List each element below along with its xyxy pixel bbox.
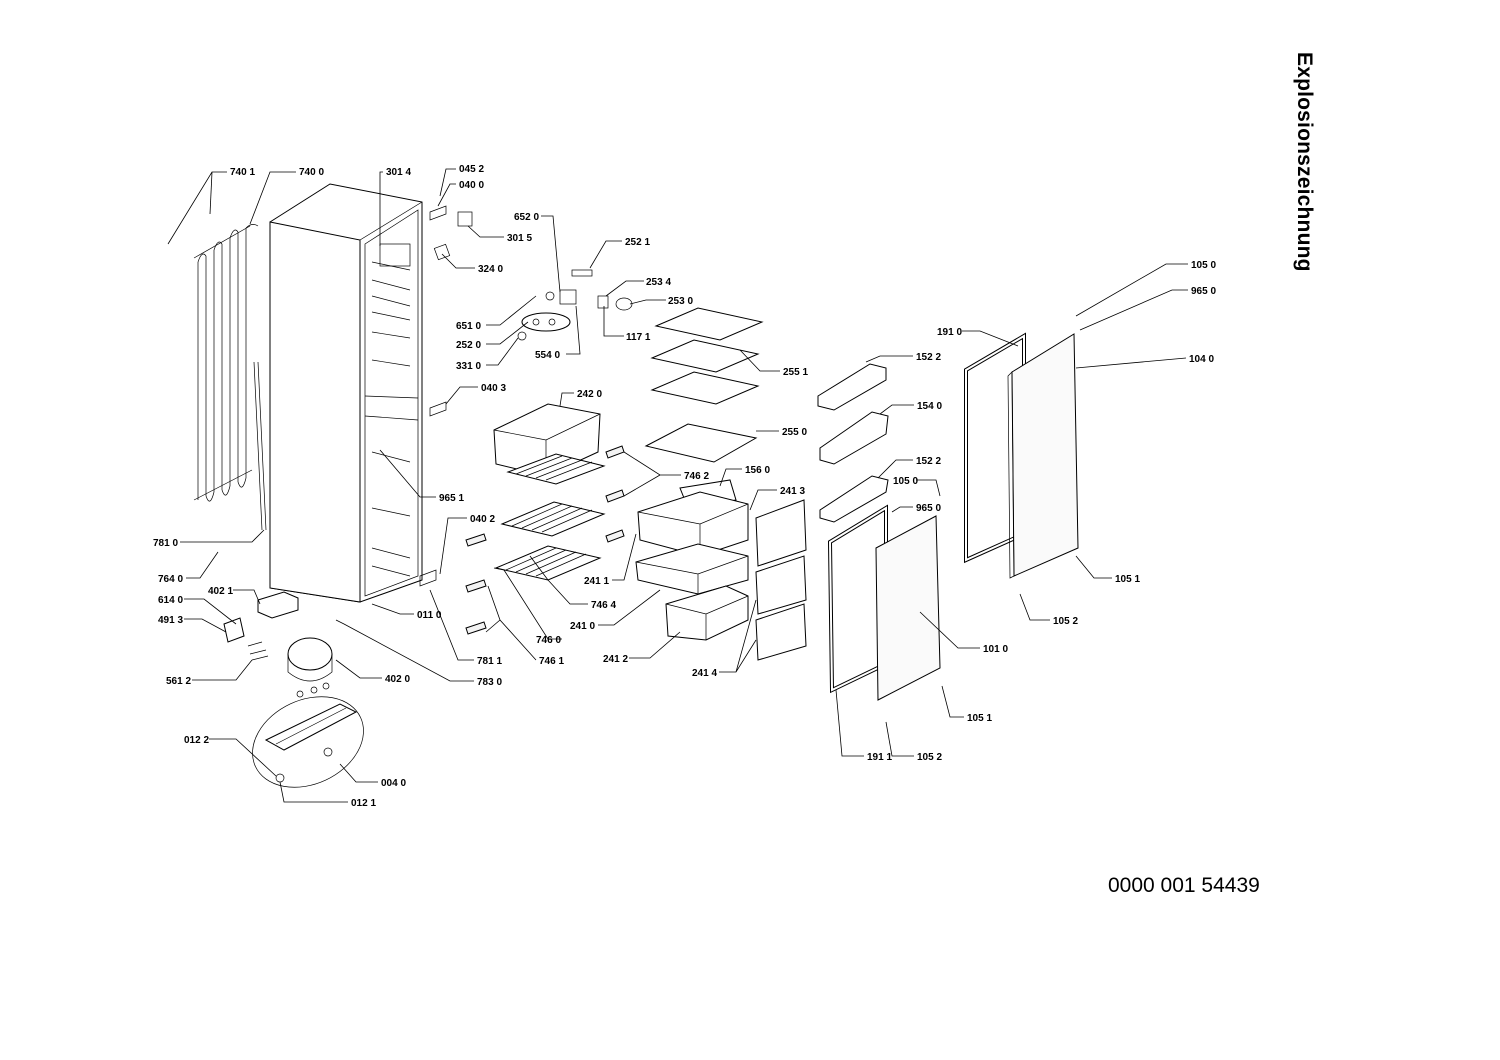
part-label: 491 3: [158, 615, 183, 626]
part-label: 241 4: [692, 668, 717, 679]
rail-clips: [465, 445, 625, 635]
compressor: [287, 637, 333, 698]
part-label: 252 0: [456, 340, 481, 351]
part-label: 045 2: [459, 164, 484, 175]
part-label: 331 0: [456, 361, 481, 372]
part-label: 652 0: [514, 212, 539, 223]
part-label: 252 1: [625, 237, 650, 248]
door-shelves: [817, 363, 889, 523]
wire-racks: [494, 453, 606, 581]
part-label: 154 0: [917, 401, 942, 412]
part-label: 402 1: [208, 586, 233, 597]
drawer-fronts: [755, 499, 807, 661]
leader-lines: [167, 168, 1188, 803]
part-label: 783 0: [477, 677, 502, 688]
part-label: 105 0: [1191, 260, 1216, 271]
thermostat-parts: [419, 205, 473, 587]
part-label: 746 1: [539, 656, 564, 667]
part-label: 242 0: [577, 389, 602, 400]
part-label: 105 1: [967, 713, 992, 724]
part-label: 255 0: [782, 427, 807, 438]
part-label: 241 3: [780, 486, 805, 497]
part-label: 012 1: [351, 798, 376, 809]
part-label: 104 0: [1189, 354, 1214, 365]
base-frame: [252, 696, 364, 788]
part-label: 781 1: [477, 656, 502, 667]
cabinet-body: [269, 183, 423, 603]
part-label: 101 0: [983, 644, 1008, 655]
part-label: 241 0: [570, 621, 595, 632]
part-label: 040 0: [459, 180, 484, 191]
lamp-unit: [517, 269, 633, 341]
part-label: 011 0: [417, 610, 442, 621]
part-label: 105 1: [1115, 574, 1140, 585]
part-label: 152 2: [916, 456, 941, 467]
part-label: 012 2: [184, 735, 209, 746]
part-label: 746 0: [536, 635, 561, 646]
fridge-door-group: [964, 332, 1079, 579]
part-label: 746 2: [684, 471, 709, 482]
part-label: 040 3: [481, 383, 506, 394]
relay-parts: [223, 591, 299, 661]
part-label: 554 0: [535, 350, 560, 361]
part-label: 040 2: [470, 514, 495, 525]
part-label: 781 0: [153, 538, 178, 549]
part-label: 402 0: [385, 674, 410, 685]
part-label: 965 0: [1191, 286, 1216, 297]
part-label: 117 1: [626, 332, 651, 343]
part-label: 152 2: [916, 352, 941, 363]
part-label: 241 2: [603, 654, 628, 665]
drawing-title: Explosionszeichnung: [1293, 52, 1316, 272]
part-label: 301 5: [507, 233, 532, 244]
part-label: 965 0: [916, 503, 941, 514]
part-label: 324 0: [478, 264, 503, 275]
part-label: 253 0: [668, 296, 693, 307]
part-label: 764 0: [158, 574, 183, 585]
part-label: 746 4: [591, 600, 616, 611]
condenser-coil: [193, 224, 267, 531]
part-label: 255 1: [783, 367, 808, 378]
part-label: 156 0: [745, 465, 770, 476]
part-labels: 740 1 740 0 301 4 045 2 040 0 301 5 324 …: [153, 164, 1216, 809]
freezer-drawers: [635, 479, 749, 641]
part-label: 740 0: [299, 167, 324, 178]
part-label: 651 0: [456, 321, 481, 332]
part-label: 740 1: [230, 167, 255, 178]
part-label: 965 1: [439, 493, 464, 504]
freezer-door-group: [827, 504, 941, 701]
part-label: 561 2: [166, 676, 191, 687]
part-label: 105 0: [893, 476, 918, 487]
part-label: 241 1: [584, 576, 609, 587]
part-label: 191 0: [937, 327, 962, 338]
glass-shelves-upper: [650, 307, 764, 405]
part-label: 105 2: [1053, 616, 1078, 627]
part-label: 004 0: [381, 778, 406, 789]
part-label: 191 1: [867, 752, 892, 763]
glass-shelf-lower: [644, 423, 758, 463]
part-label: 301 4: [386, 167, 411, 178]
part-label: 614 0: [158, 595, 183, 606]
part-label: 105 2: [917, 752, 942, 763]
document-number: 0000 001 54439: [1108, 874, 1260, 897]
part-label: 253 4: [646, 277, 671, 288]
